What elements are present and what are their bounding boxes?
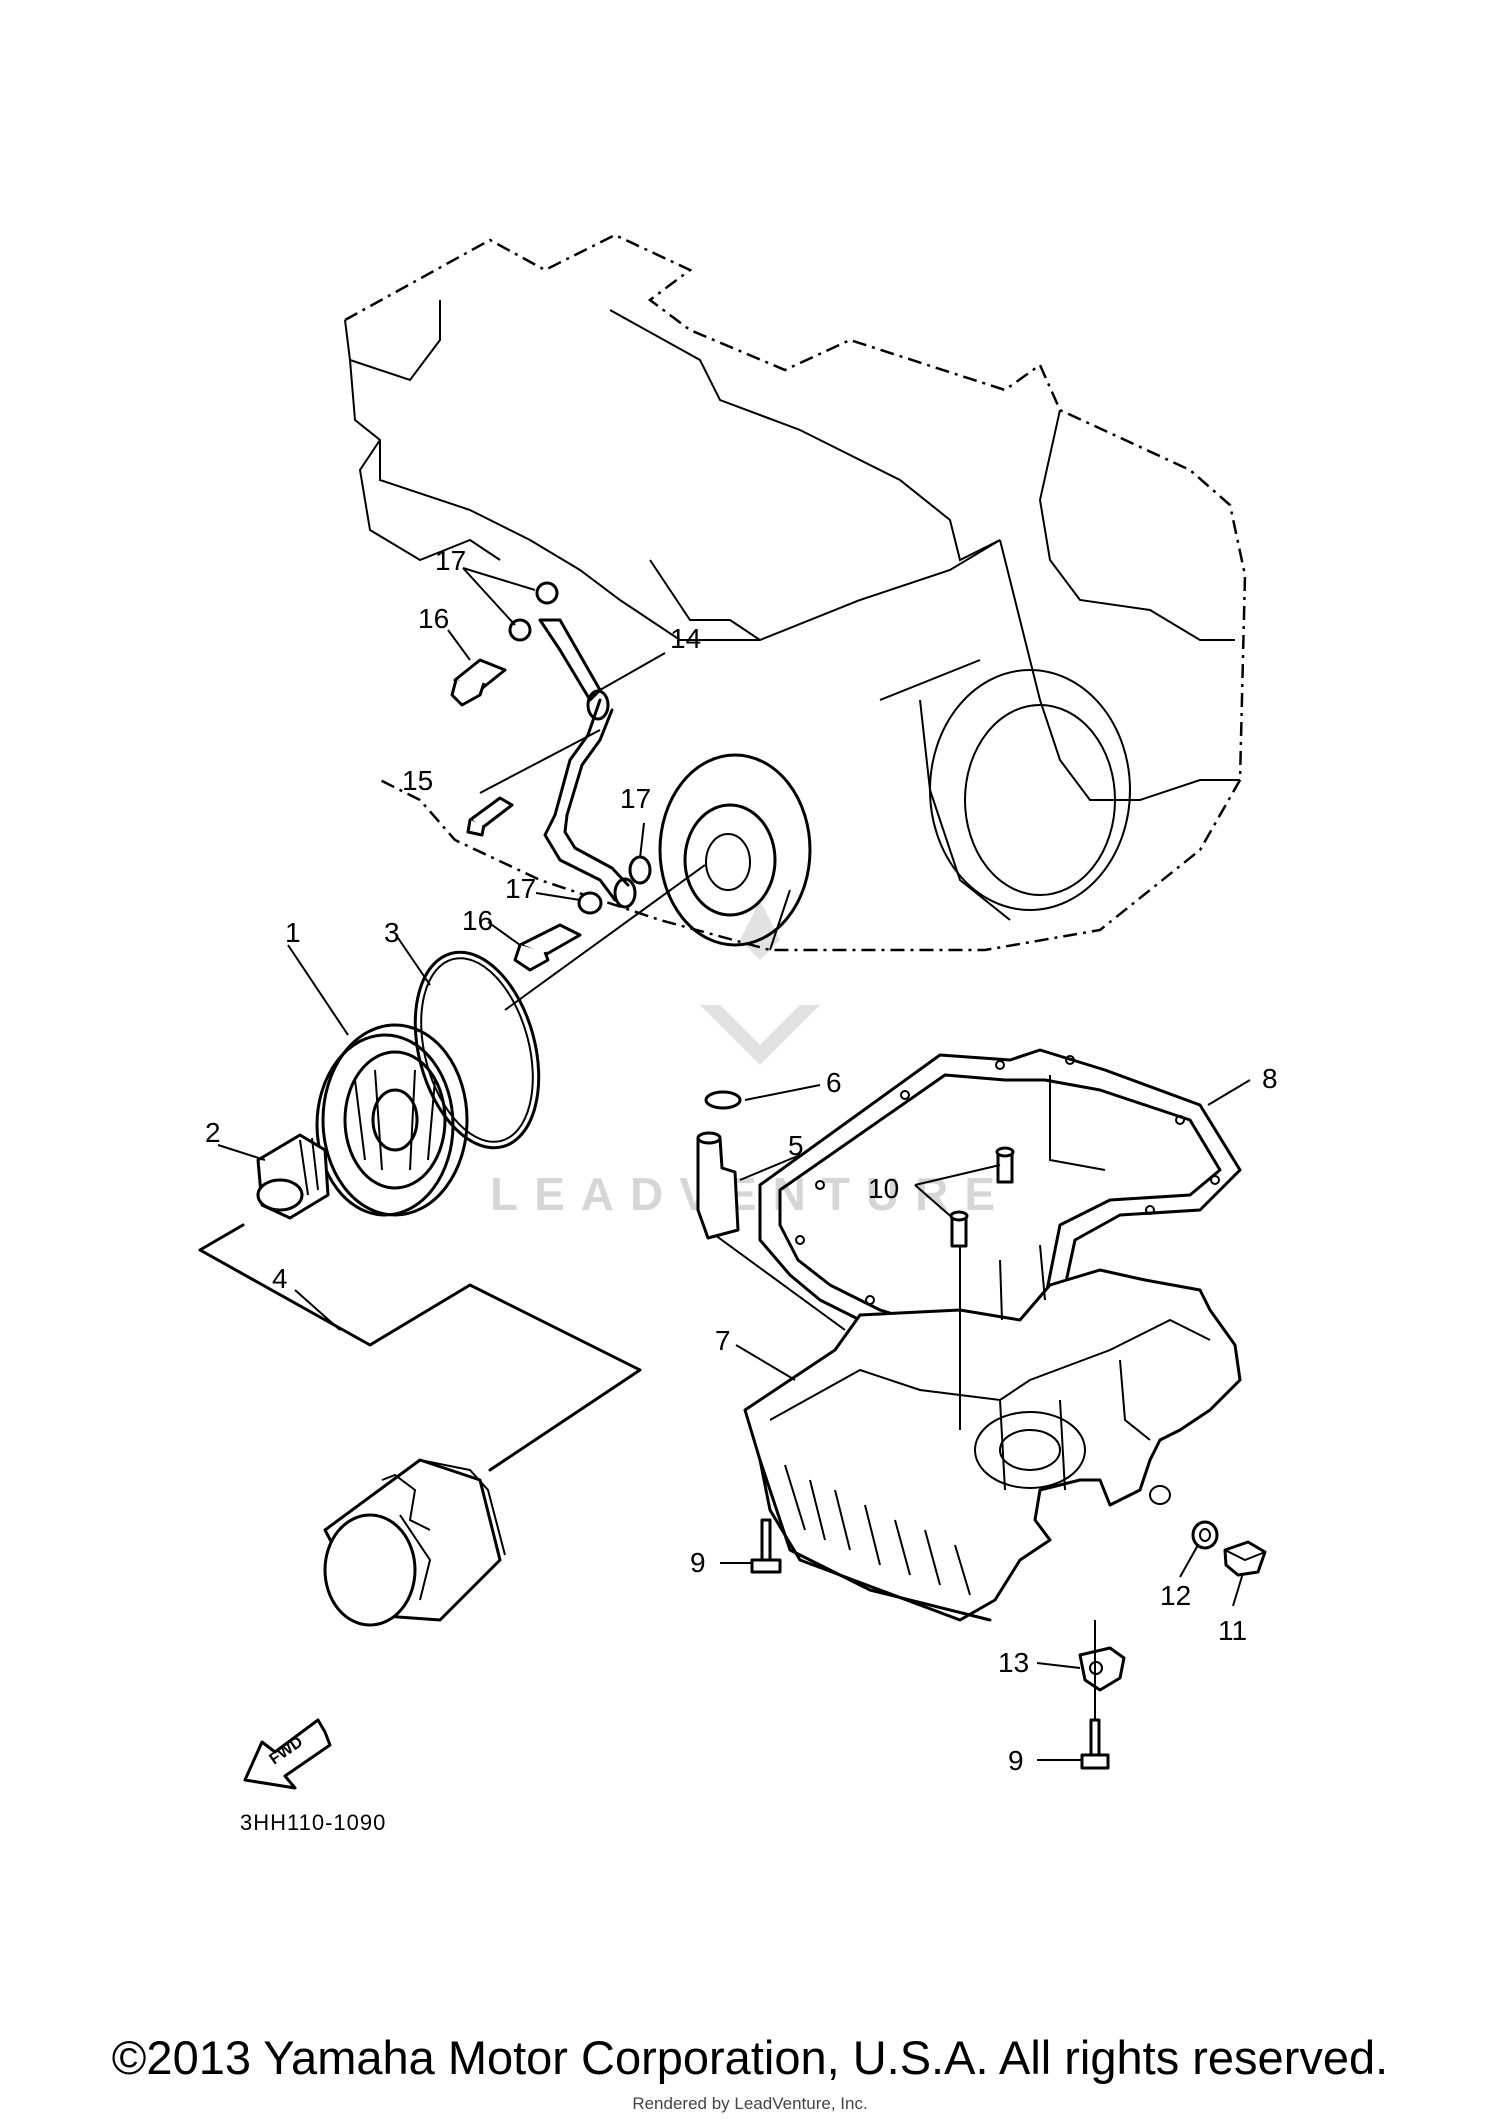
callout-5: 5: [788, 1130, 804, 1161]
o-ring: [413, 950, 541, 1150]
callout-6: 6: [826, 1067, 842, 1098]
callout-2: 2: [205, 1117, 221, 1148]
callout-8: 8: [1262, 1063, 1278, 1094]
oil-strainer: [696, 1090, 742, 1240]
callout-12: 12: [1160, 1580, 1191, 1611]
callout-7: 7: [715, 1325, 731, 1356]
callout-15: 15: [402, 765, 433, 796]
union-bolt-lower: [513, 923, 582, 972]
copyright-notice: ©2013 Yamaha Motor Corporation, U.S.A. A…: [111, 2031, 1389, 2084]
oil-cooler: [315, 1023, 469, 1217]
oil-delivery-pipe: [508, 581, 652, 915]
union-bolt: [256, 1133, 330, 1220]
callout-17-middle: 17: [620, 783, 651, 814]
callout-labels: 1 2 3 4 5 6 7 8 9 9 10 11 12 13 14 15 16…: [205, 545, 1278, 1776]
diagram-code: 3HH110-1090: [240, 1810, 386, 1835]
drain-washer: [1191, 1520, 1219, 1550]
callout-9-upper: 9: [690, 1547, 706, 1578]
rendered-by-credit: Rendered by LeadVenture, Inc.: [632, 2094, 868, 2113]
callout-4: 4: [272, 1263, 288, 1294]
callout-16-lower: 16: [462, 905, 493, 936]
fwd-arrow: FWD: [243, 1718, 332, 1790]
callout-16-upper: 16: [418, 603, 449, 634]
watermark-text: LEADVENTURE: [490, 1168, 1011, 1220]
callout-17-lower: 17: [505, 873, 536, 904]
callout-14: 14: [670, 623, 701, 654]
dowel-pins: [949, 1146, 1015, 1248]
union-bolt-small: [450, 658, 507, 707]
callout-13: 13: [998, 1647, 1029, 1678]
callout-10: 10: [868, 1173, 899, 1204]
oil-filter: [323, 1458, 506, 1627]
engine-block-outline: [344, 233, 1247, 952]
pan-bolt-upper: [750, 1518, 782, 1574]
callout-9-lower: 9: [1008, 1745, 1024, 1776]
callout-11: 11: [1218, 1615, 1247, 1646]
callout-1: 1: [285, 917, 301, 948]
drain-bolt: [1223, 1540, 1267, 1577]
bolt-15: [466, 796, 514, 837]
leadventure-watermark: LEADVENTURE: [490, 900, 1011, 1220]
leader-lines: [217, 567, 1251, 1761]
oil-filter-leader-box: [198, 1223, 642, 1472]
oil-cooler-housing: [658, 753, 812, 947]
bracket-13: [1078, 1646, 1126, 1692]
oil-pan: [743, 1244, 1242, 1622]
callout-3: 3: [384, 917, 400, 948]
callout-17-upper: 17: [435, 545, 466, 576]
pan-bolt-lower: [1080, 1718, 1110, 1770]
